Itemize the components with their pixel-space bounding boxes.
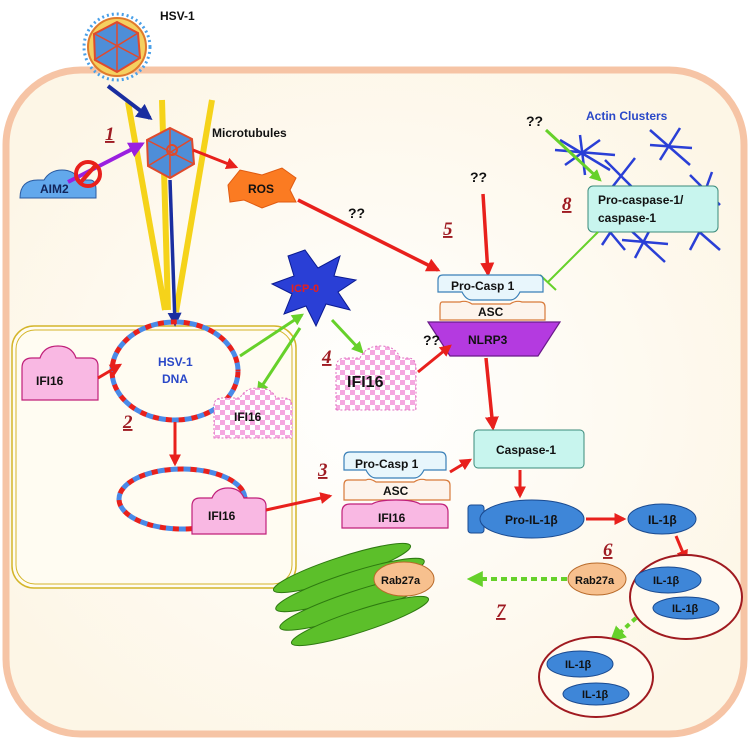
asc-top-shape — [439, 300, 546, 321]
ifi16-bot-shape — [341, 499, 449, 529]
capsid-icon — [145, 126, 196, 180]
pro-casp1-bot-label: Pro-Casp 1 — [355, 457, 419, 471]
pro-il1b-shape — [479, 499, 585, 539]
asc-bot-shape — [343, 478, 451, 501]
rab27a-right-shape — [567, 562, 627, 596]
hsv1-virion-icon — [82, 12, 152, 82]
icp0-label: ICP-0 — [291, 283, 319, 295]
ifi16-nucleus-shape — [21, 345, 99, 401]
blocked-icon — [74, 160, 102, 188]
pro-casp1-bot-shape — [343, 451, 447, 479]
ves1-il1b-b-label: IL-1β — [672, 603, 699, 615]
ves2-il1b-b — [562, 682, 630, 706]
pro-il1b-label: Pro-IL-1β — [505, 513, 558, 527]
aim2-arrow — [67, 142, 145, 184]
pro-caspase-label-1: Pro-caspase-1/ — [598, 193, 684, 207]
microtubules-label: Microtubules — [212, 126, 287, 140]
step-6-label: 6 — [603, 540, 613, 561]
ifi16-dna-arrow — [97, 363, 123, 380]
ifi16-complex-arrow — [265, 492, 333, 512]
nlrp3-label: NLRP3 — [468, 333, 508, 347]
question-top: ?? — [470, 169, 487, 185]
ros-shape — [227, 167, 297, 209]
question-ifi16: ?? — [423, 332, 440, 348]
icp0-shape — [270, 249, 358, 328]
step-4-label: 4 — [321, 347, 332, 368]
dna-icp0-arrow — [239, 313, 305, 358]
question-actin: ?? — [526, 113, 543, 129]
actin-label: Actin Clusters — [586, 109, 668, 123]
aim2-label: AIM2 — [40, 182, 69, 196]
ifi16-caspase-arrow — [449, 458, 473, 474]
ifi16-circ-shape — [191, 487, 267, 535]
question-ros: ?? — [348, 205, 365, 221]
actin-inhibition-line — [547, 231, 599, 283]
vesicle-secretion-arrow — [609, 616, 638, 643]
ves1-il1b-a — [634, 566, 702, 594]
rab27a-right-label: Rab27a — [575, 575, 615, 587]
ifi16-nucleus-label: IFI16 — [36, 374, 64, 388]
unknown-nlrp3-arrow — [480, 193, 495, 277]
icp0-ifi16-big-arrow — [330, 318, 364, 354]
nucleus-inner-border — [15, 329, 293, 585]
asc-top-label: ASC — [478, 305, 504, 319]
step-1-label: 1 — [105, 124, 115, 145]
ifi16-nlrp3-arrow — [417, 344, 452, 374]
step-3-label: 3 — [317, 460, 328, 481]
rab27a-left-label: Rab27a — [381, 575, 421, 587]
actin-input-arrow — [544, 128, 602, 182]
rab27a-left-shape — [373, 561, 435, 597]
capsid-ros-arrow — [192, 148, 239, 170]
entry-arrow — [106, 84, 153, 120]
ifi16-mid-label: IFI16 — [234, 410, 262, 424]
hsv1-dna-label-2: DNA — [162, 372, 188, 386]
step-7-label: 7 — [496, 601, 507, 622]
hsv1-dna-label-1: HSV-1 — [158, 355, 193, 369]
step-8-label: 8 — [562, 194, 572, 215]
il1b-shape — [627, 503, 697, 535]
pro-casp1-top-label: Pro-Casp 1 — [451, 279, 515, 293]
ves2-il1b-b-label: IL-1β — [582, 689, 609, 701]
ifi16-circ-label: IFI16 — [208, 509, 236, 523]
ves2-il1b-a — [546, 650, 614, 678]
step-2-label: 2 — [122, 412, 133, 433]
ifi16-big-shape — [335, 345, 417, 411]
ifi16-bot-label: IFI16 — [378, 511, 406, 525]
step-5-label: 5 — [443, 219, 453, 240]
ves1-il1b-b — [652, 596, 720, 620]
pro-caspase-box — [587, 185, 719, 233]
asc-bot-label: ASC — [383, 484, 409, 498]
ifi16-big-label: IFI16 — [347, 374, 384, 391]
ros-nlrp3-arrow — [297, 198, 441, 272]
pro-casp1-top-shape — [437, 274, 544, 301]
ves2-il1b-a-label: IL-1β — [565, 659, 592, 671]
transport-arrow — [167, 179, 182, 327]
caspase1-box — [473, 429, 585, 469]
pro-caspase-label-2: caspase-1 — [598, 211, 656, 225]
ves1-il1b-a-label: IL-1β — [653, 575, 680, 587]
il1b-label: IL-1β — [648, 513, 677, 527]
caspase1-label: Caspase-1 — [496, 443, 556, 457]
ifi16-mid-shape — [213, 387, 293, 439]
virus-label: HSV-1 — [160, 9, 195, 23]
icp0-ifi16-mid-arrow — [256, 327, 302, 395]
nlrp3-caspase-arrow — [484, 357, 499, 431]
ros-label: ROS — [248, 182, 274, 196]
